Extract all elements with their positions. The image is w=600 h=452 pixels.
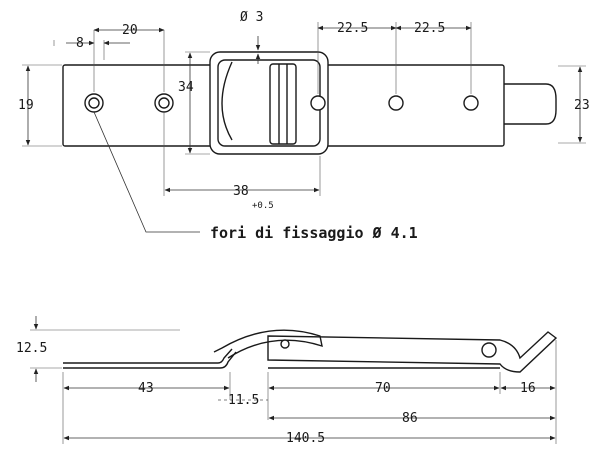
dim-spacing-b: 22.5 bbox=[414, 21, 445, 36]
dim-hole-dia: Ø 3 bbox=[240, 10, 263, 25]
side-base-plate bbox=[63, 348, 237, 369]
rivet-hole bbox=[310, 95, 326, 111]
dim-left-offset: 8 bbox=[76, 36, 84, 51]
dim-loop-width: 38 bbox=[233, 184, 249, 199]
dim-hole-pitch: 20 bbox=[122, 23, 138, 38]
dim-spacing-a: 22.5 bbox=[337, 21, 368, 36]
dim-width-left: 19 bbox=[18, 98, 34, 113]
mounting-hole bbox=[84, 93, 104, 113]
dim-left-length: 43 bbox=[138, 381, 154, 396]
clamp-loop bbox=[209, 51, 329, 155]
dim-height: 12.5 bbox=[16, 341, 47, 356]
side-lever-arm bbox=[267, 331, 558, 373]
rivet-hole bbox=[463, 95, 479, 111]
dim-right-length: 86 bbox=[402, 411, 418, 426]
latch-tab bbox=[497, 83, 557, 125]
dim-gap: 11.5 bbox=[228, 393, 259, 408]
dim-width-right: 23 bbox=[574, 98, 590, 113]
mounting-hole bbox=[154, 93, 174, 113]
note-mounting-holes: fori di fissaggio Ø 4.1 bbox=[210, 224, 418, 242]
top-view bbox=[22, 22, 586, 233]
rivet-hole bbox=[388, 95, 404, 111]
side-view bbox=[30, 316, 558, 444]
dim-mid-length: 70 bbox=[375, 381, 391, 396]
dim-total-length: 140.5 bbox=[286, 431, 325, 446]
side-spring-clip bbox=[213, 329, 323, 359]
dim-tip-length: 16 bbox=[520, 381, 536, 396]
dim-loop-width-tolerance: +0.5 bbox=[252, 201, 274, 211]
dim-loop-height: 34 bbox=[178, 80, 194, 95]
